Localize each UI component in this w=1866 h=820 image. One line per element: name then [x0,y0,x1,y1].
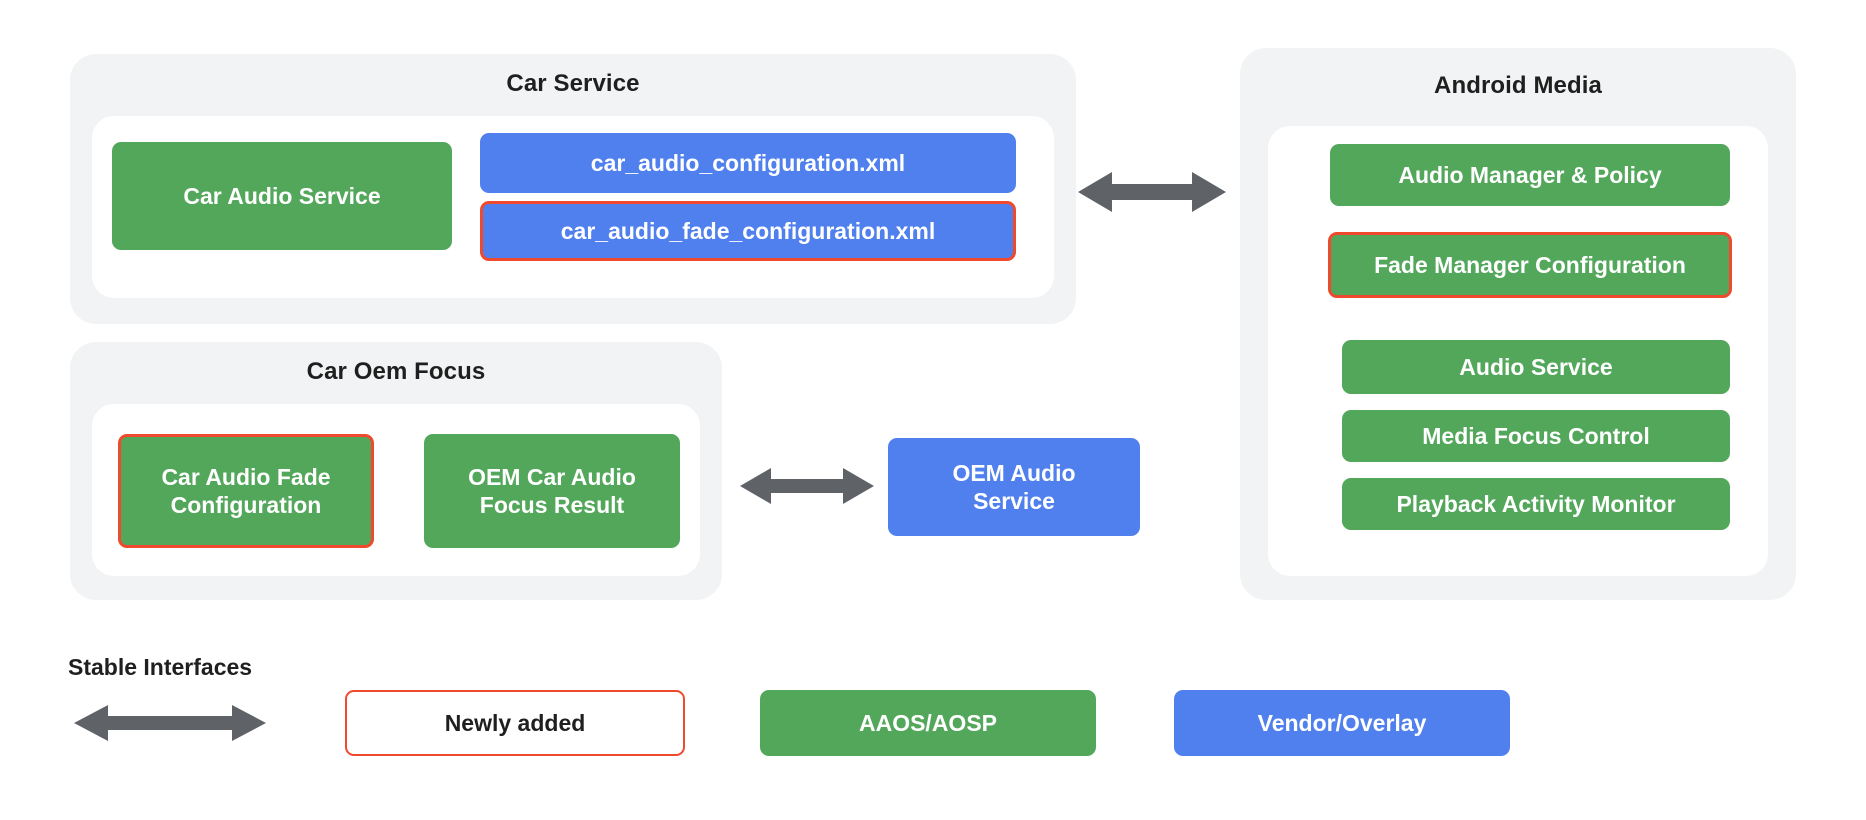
group-car-oem-focus-title: Car Oem Focus [306,358,486,385]
legend-stable-interfaces-label: Stable Interfaces [68,654,253,680]
group-car-oem-focus: Car Oem Focus Car Audio Fade Configurati… [70,342,722,600]
legend-item-newly-added[interactable]: Newly added [345,690,685,756]
legend-item-aaos-aosp[interactable]: AAOS/AOSP [760,690,1096,756]
node-car-audio-configuration-xml[interactable]: car_audio_configuration.xml [480,133,1016,193]
arrow-car-oem-focus-to-oem-audio-service [740,464,874,508]
legend-item-vendor-overlay[interactable]: Vendor/Overlay [1174,690,1510,756]
group-android-media: Android Media Audio Manager & Policy Fad… [1240,48,1796,600]
node-playback-activity-monitor[interactable]: Playback Activity Monitor [1342,478,1730,530]
legend-stable-interfaces-arrow-icon [74,702,266,744]
node-audio-service[interactable]: Audio Service [1342,340,1730,394]
node-oem-audio-service[interactable]: OEM Audio Service [888,438,1140,536]
group-android-media-title: Android Media [1434,72,1602,99]
node-media-focus-control[interactable]: Media Focus Control [1342,410,1730,462]
group-car-service: Car Service Car Audio Service car_audio_… [70,54,1076,324]
node-car-audio-fade-configuration[interactable]: Car Audio Fade Configuration [118,434,374,548]
node-car-audio-fade-configuration-xml[interactable]: car_audio_fade_configuration.xml [480,201,1016,261]
node-audio-manager-and-policy[interactable]: Audio Manager & Policy [1330,144,1730,206]
node-oem-car-audio-focus-result[interactable]: OEM Car Audio Focus Result [424,434,680,548]
node-fade-manager-configuration[interactable]: Fade Manager Configuration [1328,232,1732,298]
arrow-car-service-to-android-media [1078,168,1226,216]
group-car-service-title: Car Service [506,70,640,97]
node-car-audio-service[interactable]: Car Audio Service [112,142,452,250]
